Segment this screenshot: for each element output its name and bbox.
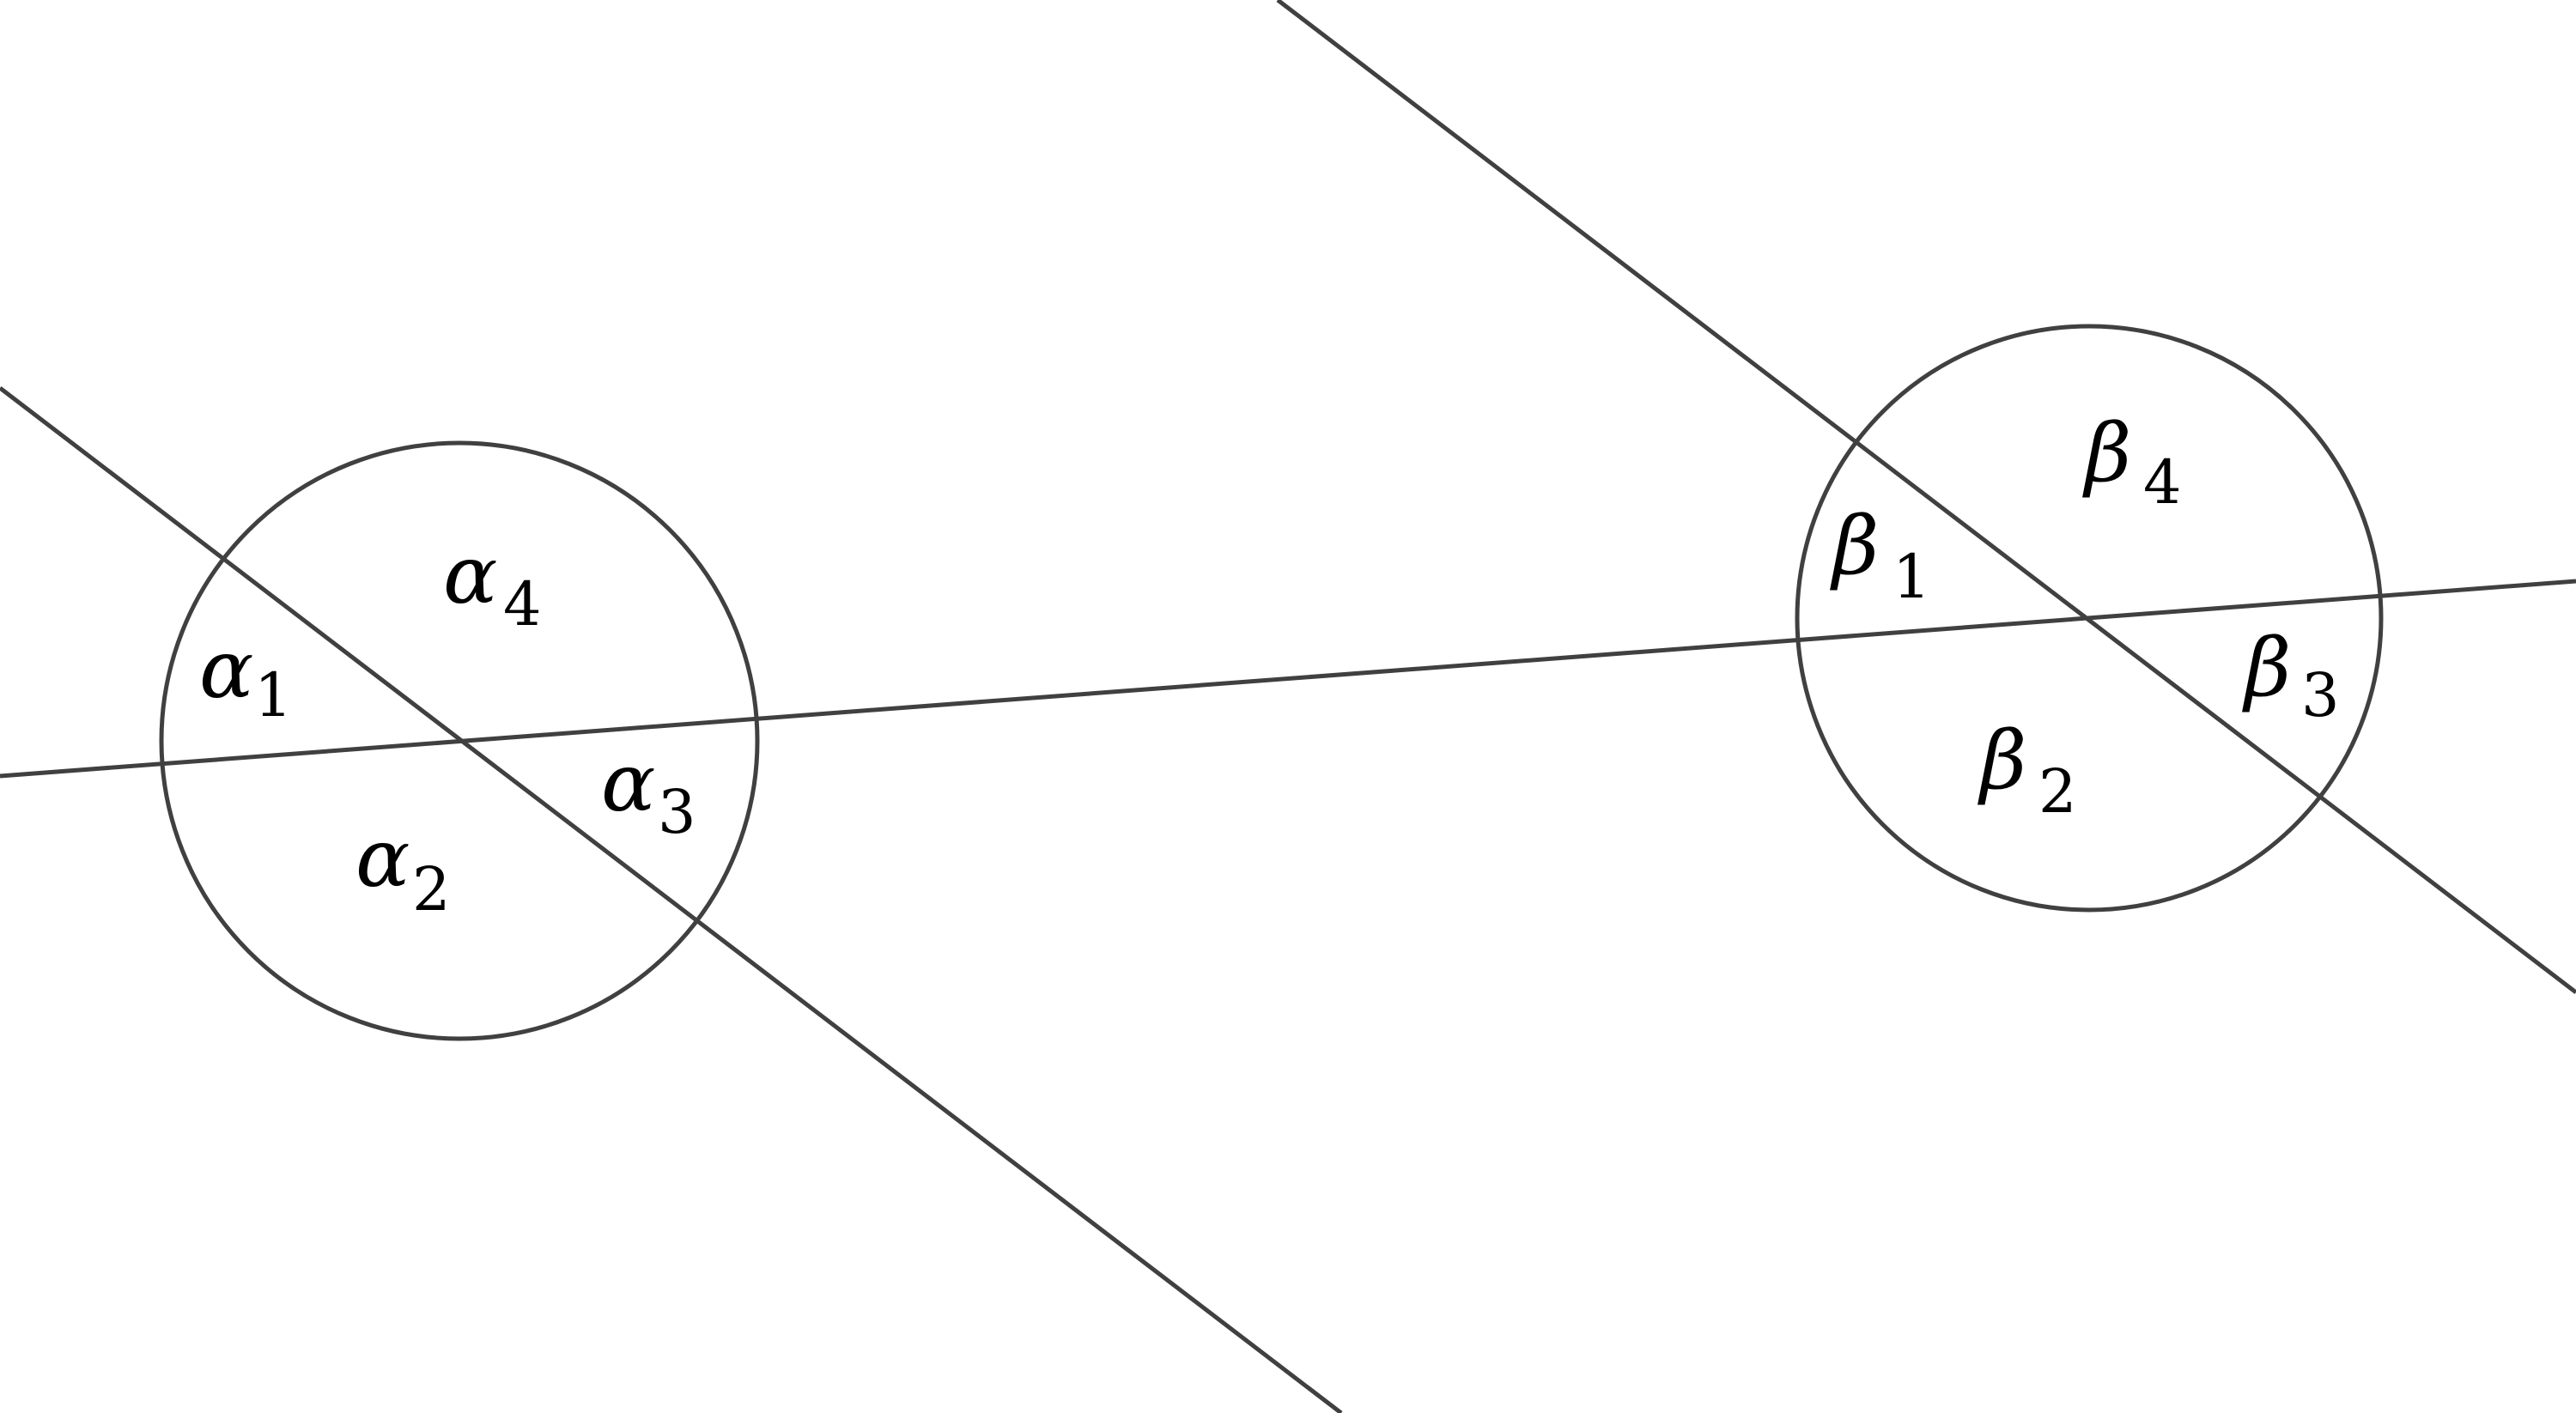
label-beta-2: β 2 — [1978, 714, 2077, 827]
label-beta-3-subscript: 3 — [2301, 660, 2340, 731]
label-beta-1-symbol: β — [1830, 500, 1879, 593]
label-beta-2-subscript: 2 — [2038, 756, 2077, 827]
label-beta-3: β 3 — [2242, 622, 2340, 731]
label-alpha-3-subscript: 3 — [658, 777, 696, 847]
left-angle-circle — [159, 440, 760, 1041]
right-angle-circle — [1795, 324, 2384, 913]
label-alpha-4-subscript: 4 — [503, 569, 542, 640]
label-beta-2-symbol: β — [1978, 714, 2026, 808]
label-beta-4: β 4 — [2082, 407, 2182, 518]
label-alpha-4-symbol: α — [443, 529, 497, 622]
label-alpha-4: α 4 — [443, 529, 542, 640]
label-alpha-1-symbol: α — [199, 623, 253, 717]
label-beta-1: β 1 — [1830, 500, 1931, 612]
common-line — [0, 579, 2576, 779]
label-alpha-3-symbol: α — [601, 737, 655, 830]
label-alpha-1-subscript: 1 — [254, 660, 293, 731]
label-alpha-3: α 3 — [601, 737, 696, 847]
label-alpha-1: α 1 — [199, 623, 293, 731]
label-alpha-2-symbol: α — [355, 812, 410, 906]
label-alpha-2-subscript: 2 — [412, 854, 451, 925]
label-beta-1-subscript: 1 — [1893, 542, 1931, 612]
label-beta-4-symbol: β — [2082, 407, 2131, 500]
label-beta-3-symbol: β — [2242, 622, 2291, 715]
label-alpha-2: α 2 — [355, 812, 451, 925]
right-transversal — [1276, 0, 2576, 994]
label-beta-4-subscript: 4 — [2143, 447, 2182, 518]
left-transversal — [0, 386, 1343, 1413]
